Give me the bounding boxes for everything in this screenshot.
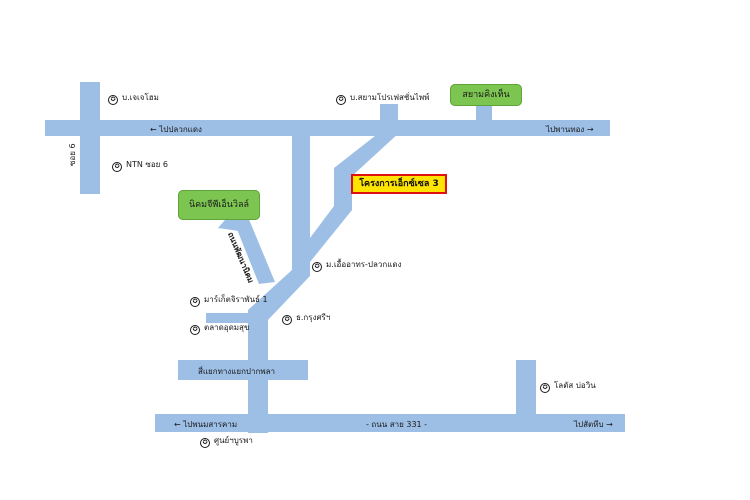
place-top-left-label: บ.เจเจโฮม	[122, 93, 159, 102]
arrow-right-icon: →	[586, 125, 594, 134]
road-label-sattahip: ไปสัตหีบ →	[574, 418, 613, 431]
place-talat-label: ตลาดอุดมสุข	[204, 323, 250, 332]
star-icon: ✪	[540, 383, 550, 393]
star-icon: ✪	[112, 162, 122, 172]
road-label-phanom: ← ไปพนมสารคาม	[174, 418, 237, 431]
place-ntn: ✪ NTN ซอย 6	[112, 160, 168, 172]
landmark-top-label: สยามคิงเท็น	[462, 90, 510, 100]
road-label-phan-thong: ไปพานทอง	[546, 125, 585, 134]
place-lotus-label: โลตัส บ่อวิน	[554, 381, 596, 390]
arrow-right-icon: →	[606, 420, 613, 429]
place-health-label: ศูนย์ฯบูรพา	[214, 436, 253, 445]
road-stub-lotus	[516, 360, 536, 416]
road-diagonal-upper	[292, 132, 400, 262]
road-highway-331	[155, 414, 625, 432]
landmark-left: นิคมจีพีเอ็นวิลล์	[178, 190, 260, 220]
place-top-shop: ✪ บ.สยามโปรเฟสชั่นไพพ์	[336, 93, 429, 105]
road-main-bend	[248, 270, 310, 322]
arrow-left-icon: ←	[174, 420, 181, 429]
place-school-label: ม.เอื้ออาทร-ปลวกแดง	[326, 260, 402, 269]
place-talat: ✪ ตลาดอุดมสุข	[190, 323, 249, 335]
road-stub-shop	[380, 104, 398, 122]
landmark-top: สยามคิงเท็น	[450, 84, 522, 106]
road-junction-horizontal	[178, 360, 308, 380]
place-jiraphan-label: มาร์เก็ตจิราพันธ์ 1	[204, 295, 268, 304]
road-label-junction: สี่แยกทางแยกปากพลา	[198, 365, 275, 378]
road-stub-market	[206, 313, 250, 323]
star-icon: ✪	[108, 95, 118, 105]
star-icon: ✪	[282, 315, 292, 325]
road-label-pluak-daeng: ไปปลวกแดง	[159, 125, 202, 134]
place-jiraphan: ✪ มาร์เก็ตจิราพันธ์ 1	[190, 295, 268, 307]
project-label-text: โครงการเอ็กซ์เซล 3	[359, 179, 439, 189]
road-label-right-top: ไปพานทอง →	[546, 123, 594, 136]
road-label-soi6-text: ซอย 6	[68, 143, 77, 166]
road-diagonal-left	[232, 217, 275, 284]
road-label-phanom-text: ไปพนมสารคาม	[183, 420, 238, 429]
place-top-shop-label: บ.สยามโปรเฟสชั่นไพพ์	[350, 93, 430, 102]
place-krungsri-label: ธ.กรุงศรีฯ	[296, 313, 331, 322]
road-top-horizontal	[45, 120, 610, 136]
star-icon: ✪	[190, 325, 200, 335]
road-main-vertical	[292, 134, 310, 274]
project-label: โครงการเอ็กซ์เซล 3	[351, 174, 447, 194]
place-ntn-label: NTN ซอย 6	[126, 160, 168, 169]
place-health: ✪ ศูนย์ฯบูรพา	[200, 436, 253, 448]
road-label-junction-text: สี่แยกทางแยกปากพลา	[198, 367, 276, 376]
road-soi6-vertical	[80, 82, 100, 194]
arrow-left-icon: ←	[150, 125, 157, 134]
road-stub-landmark	[476, 104, 492, 124]
place-school: ✪ ม.เอื้ออาทร-ปลวกแดง	[312, 260, 402, 272]
road-label-highway: - ถนน สาย 331 -	[366, 418, 427, 431]
place-krungsri: ✪ ธ.กรุงศรีฯ	[282, 313, 330, 325]
place-top-left: ✪ บ.เจเจโฮม	[108, 93, 159, 105]
star-icon: ✪	[312, 262, 322, 272]
landmark-left-label: นิคมจีพีเอ็นวิลล์	[188, 200, 250, 210]
star-icon: ✪	[336, 95, 346, 105]
star-icon: ✪	[200, 438, 210, 448]
star-icon: ✪	[190, 297, 200, 307]
place-lotus: ✪ โลตัส บ่อวิน	[540, 381, 596, 393]
road-label-highway-text: - ถนน สาย 331 -	[366, 420, 428, 429]
road-label-sattahip-text: ไปสัตหีบ	[574, 420, 604, 429]
road-label-soi6: ซอย 6	[66, 143, 79, 166]
road-label-left-top: ← ไปปลวกแดง	[150, 123, 202, 136]
